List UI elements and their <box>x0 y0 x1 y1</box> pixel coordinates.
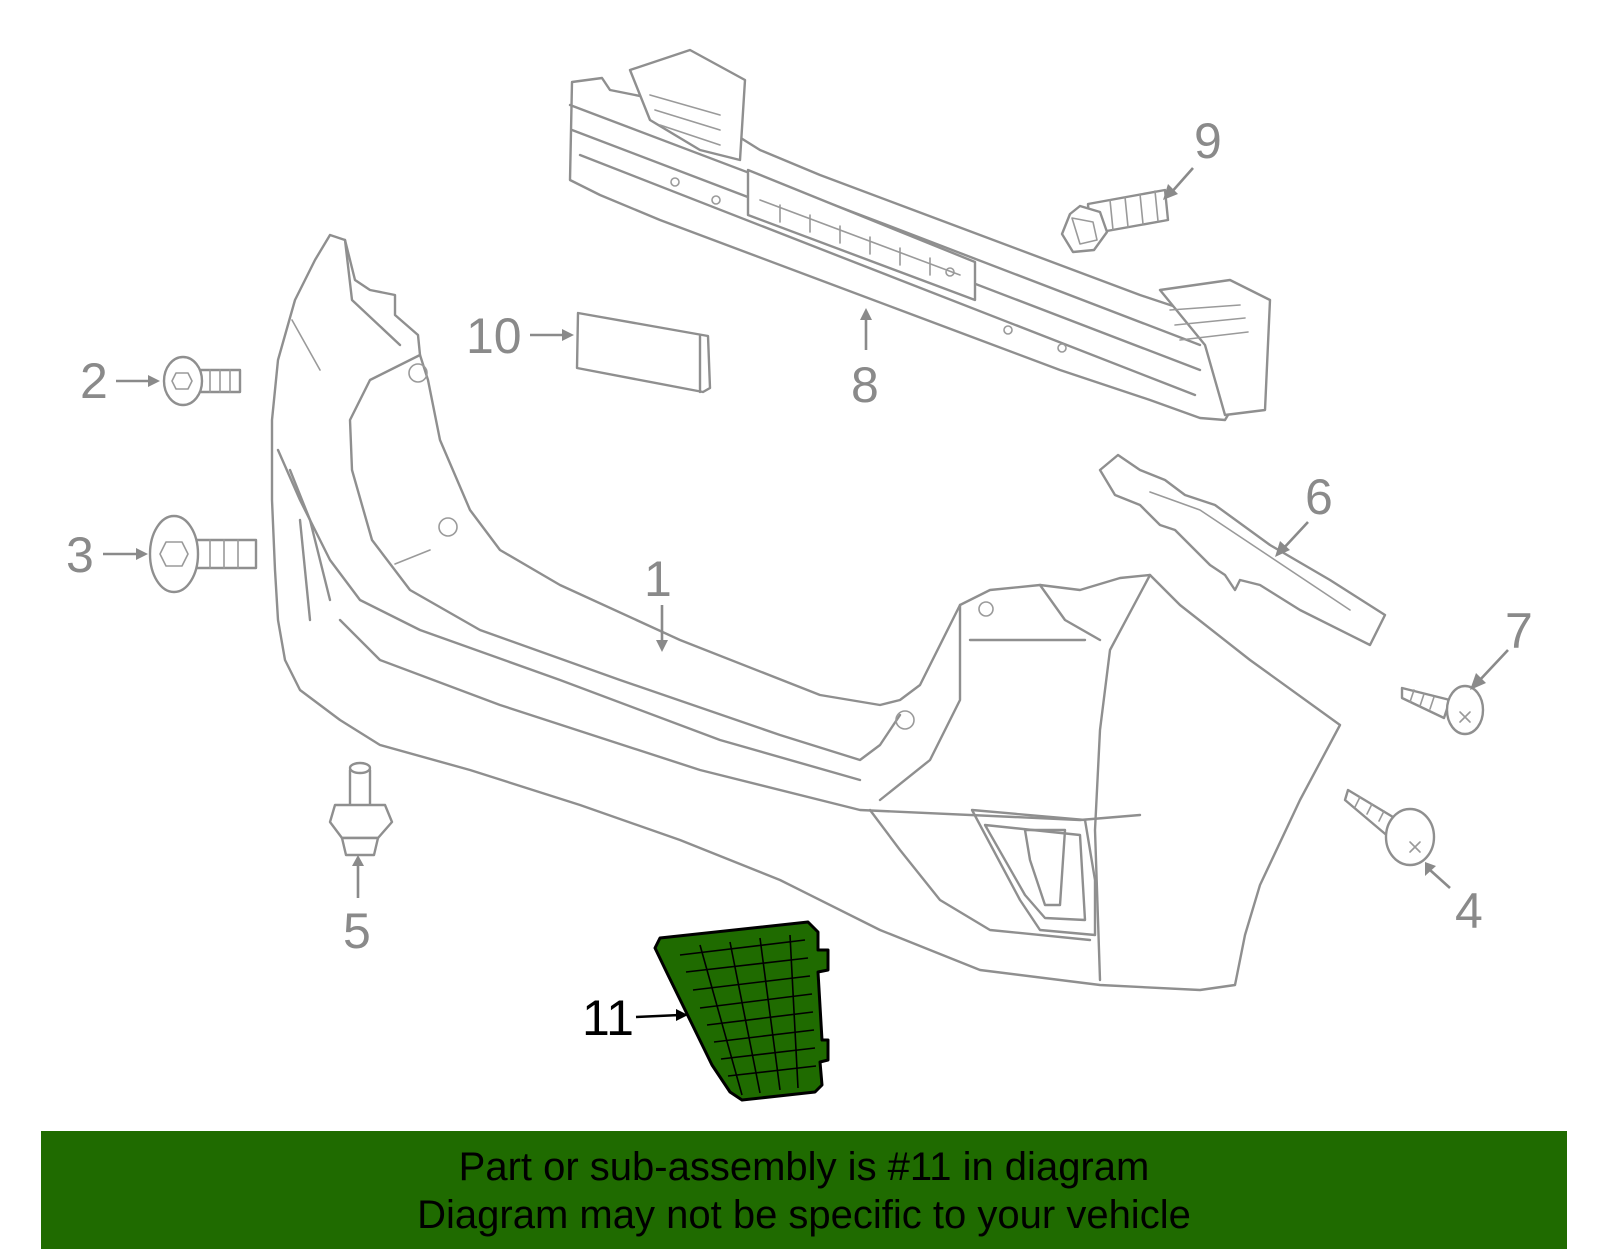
callout-4: 4 <box>1455 883 1483 939</box>
part-4-screw <box>1343 788 1436 867</box>
part-9-bolt <box>1060 188 1170 254</box>
banner-line-disclaimer: Diagram may not be specific to your vehi… <box>417 1193 1191 1237</box>
part-6-bracket <box>1098 453 1387 647</box>
callout-11: 11 <box>582 990 634 1046</box>
callout-1: 1 <box>644 551 672 607</box>
part-8-reinforcement-beam <box>568 48 1272 422</box>
part-5-clip <box>328 761 394 857</box>
callout-10: 10 <box>466 308 522 364</box>
callout-8: 8 <box>851 357 879 413</box>
part-1-bumper-cover <box>270 233 1342 992</box>
callout-2: 2 <box>80 353 108 409</box>
part-info-banner: Part or sub-assembly is #11 in diagram D… <box>41 1131 1567 1249</box>
callout-9: 9 <box>1194 113 1222 169</box>
callout-labels: 1 2 3 4 5 6 7 8 9 10 11 <box>66 113 1533 1046</box>
callout-5: 5 <box>343 903 371 959</box>
part-2-screw <box>162 355 242 407</box>
part-11-grille-highlighted[interactable] <box>653 920 830 1102</box>
part-3-screw <box>148 514 258 594</box>
callout-arrows <box>103 167 1509 1021</box>
banner-line-part-number: Part or sub-assembly is #11 in diagram <box>458 1145 1150 1189</box>
callout-3: 3 <box>66 527 94 583</box>
callout-7: 7 <box>1505 603 1533 659</box>
part-7-screw <box>1400 684 1485 736</box>
callout-6: 6 <box>1305 469 1333 525</box>
part-10-pad <box>575 311 712 394</box>
